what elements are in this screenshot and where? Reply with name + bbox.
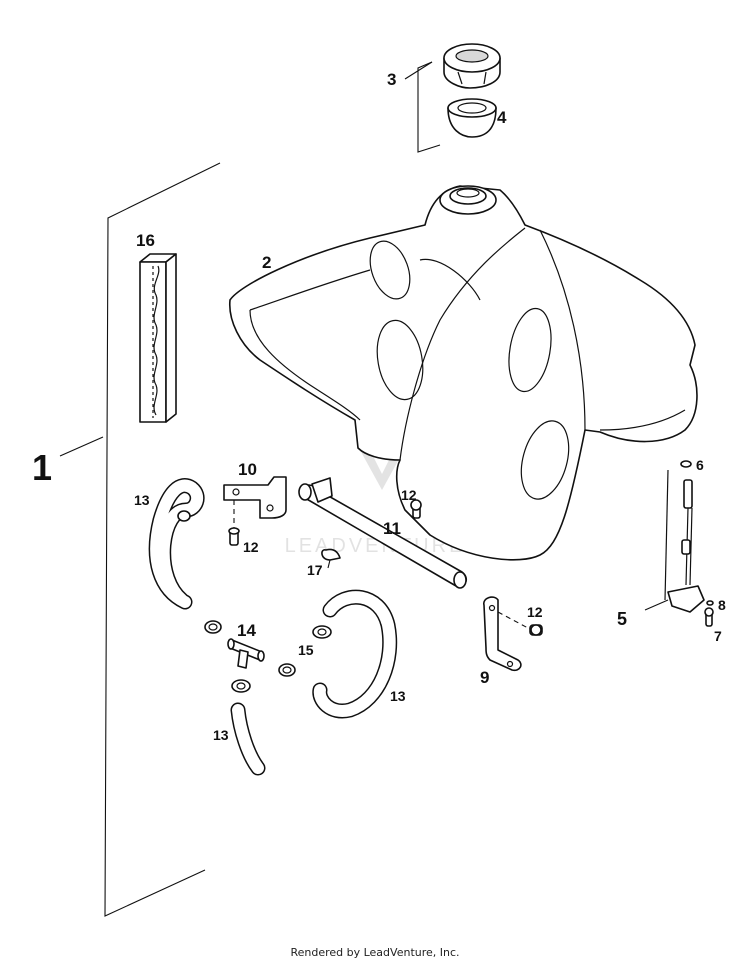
label-14: 14	[237, 621, 256, 640]
label-12-right: 12	[527, 604, 543, 620]
hose-clamp-1	[204, 620, 222, 634]
cross-rod	[298, 477, 468, 589]
label-15: 15	[298, 642, 314, 658]
label-6: 6	[696, 457, 704, 473]
fuel-tap	[664, 469, 705, 613]
tap-washer	[680, 460, 692, 468]
label-17: 17	[307, 562, 323, 578]
screw-top	[410, 499, 422, 519]
t-fitting	[227, 638, 265, 669]
label-9: 9	[480, 668, 489, 687]
tap-screw	[704, 607, 714, 627]
hose-clamp-3	[278, 663, 296, 677]
leader-lines	[327, 61, 669, 611]
label-3: 3	[387, 70, 396, 89]
fuel-cap	[443, 43, 501, 89]
callout-labels: 1 2 3 4 5 6 7 8 9 10 11 12 12 12 13 13 1…	[32, 70, 726, 743]
cap-bracket	[417, 61, 441, 153]
label-13-left: 13	[134, 492, 150, 508]
label-12-left: 12	[243, 539, 259, 555]
label-10: 10	[238, 460, 257, 479]
tap-washer-small	[706, 600, 714, 606]
assembly-bracket	[59, 162, 221, 917]
label-4: 4	[497, 108, 507, 127]
label-13-short: 13	[213, 727, 229, 743]
cap-seal	[447, 98, 497, 138]
hose-short	[230, 702, 266, 776]
parts-diagram: LEADVENTURE	[32, 43, 726, 917]
fuel-tank	[229, 185, 698, 561]
screw-left	[228, 527, 240, 546]
bracket-left	[223, 476, 287, 530]
hose-loop	[312, 589, 398, 719]
label-5: 5	[617, 609, 627, 629]
label-1: 1	[32, 447, 52, 488]
label-12-top: 12	[401, 487, 417, 503]
rubber-strip	[139, 253, 177, 423]
hose-clamp-2	[312, 625, 332, 639]
hose-clamp-4	[231, 679, 251, 693]
screw-right	[529, 624, 543, 636]
hose-left	[148, 478, 205, 610]
clip	[321, 548, 341, 561]
label-2: 2	[262, 253, 271, 272]
label-13-loop: 13	[390, 688, 406, 704]
label-8: 8	[718, 597, 726, 613]
label-16: 16	[136, 231, 155, 250]
bracket-right	[483, 596, 529, 672]
label-11: 11	[383, 519, 401, 538]
footer-credit: Rendered by LeadVenture, Inc.	[290, 946, 460, 959]
label-7: 7	[714, 628, 722, 644]
